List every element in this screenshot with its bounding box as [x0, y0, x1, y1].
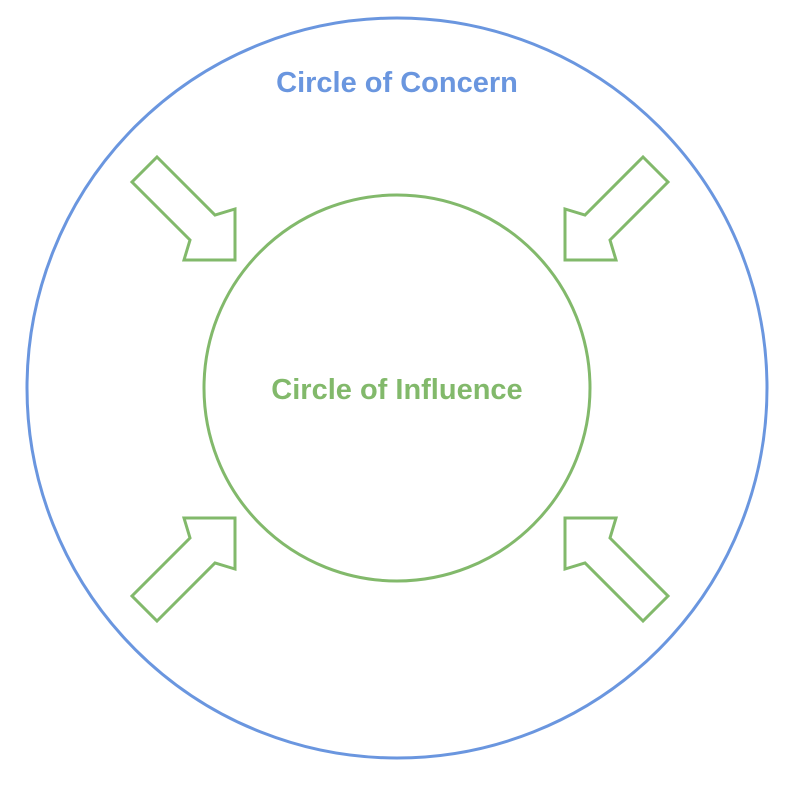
arrow-bottom-right-icon: [563, 516, 671, 624]
arrow-bottom-left-icon: [129, 516, 237, 624]
circle-of-concern-label: Circle of Concern: [276, 67, 518, 99]
circle-of-concern: [25, 16, 769, 760]
circle-of-influence: [202, 193, 592, 583]
arrow-top-right-icon: [563, 154, 671, 262]
arrow-top-left-icon: [129, 154, 237, 262]
circle-of-influence-label: Circle of Influence: [271, 374, 522, 406]
